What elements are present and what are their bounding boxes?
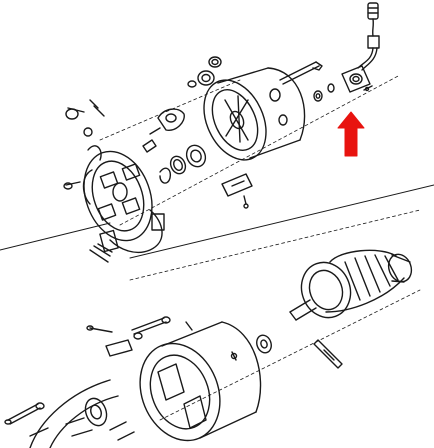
sensor-washer bbox=[313, 83, 335, 102]
armature bbox=[289, 249, 413, 369]
up-arrow-icon bbox=[337, 111, 365, 157]
through-bolts bbox=[279, 61, 323, 85]
brush-plate-assembly bbox=[82, 145, 165, 263]
field-terminal-bolts bbox=[86, 316, 193, 357]
brush-terminal-screws bbox=[63, 99, 105, 190]
brush-spring-retainer bbox=[142, 108, 185, 153]
retaining-ring bbox=[169, 155, 187, 175]
speed-sensor-with-lead bbox=[341, 2, 380, 93]
sensor-magnet-plate bbox=[221, 173, 253, 209]
wave-washer bbox=[159, 167, 172, 184]
panel-frame-lines bbox=[0, 184, 434, 259]
field-housing bbox=[139, 321, 262, 442]
bearing bbox=[185, 144, 207, 168]
drive-end-shield bbox=[4, 379, 135, 448]
assembly-centerlines bbox=[99, 74, 421, 421]
field-terminal-nuts bbox=[187, 56, 222, 88]
pinion-gear bbox=[256, 334, 272, 354]
end-cap-housing bbox=[203, 67, 306, 161]
sensor-retaining-screw bbox=[363, 85, 373, 92]
